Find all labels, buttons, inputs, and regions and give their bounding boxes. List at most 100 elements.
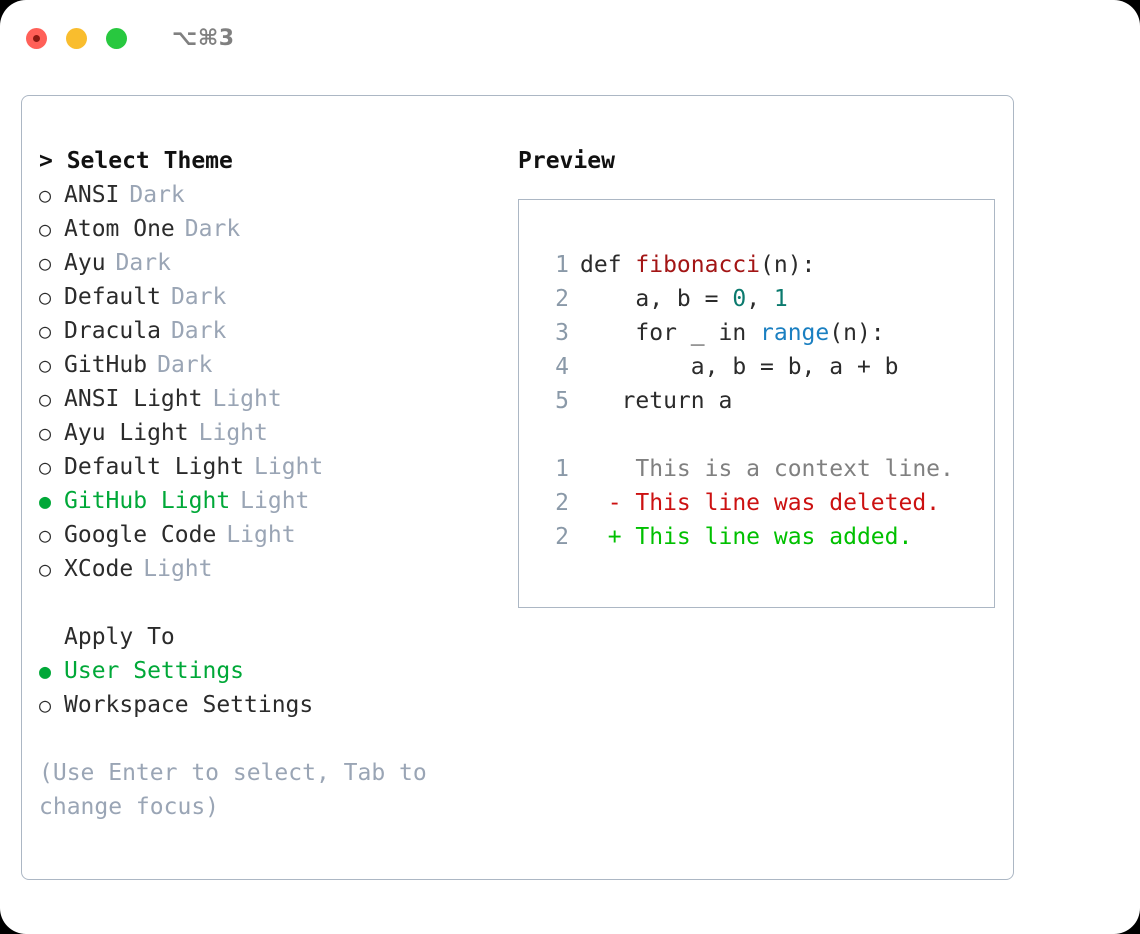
theme-option-label: Dracula [64, 318, 161, 344]
code-line-content: def fibonacci(n): [580, 248, 815, 282]
close-window-button[interactable] [26, 27, 47, 49]
list-spacer [39, 586, 501, 620]
theme-option[interactable]: ○ ANSI Light Light [39, 382, 501, 416]
code-line-number: 1 [555, 252, 569, 278]
radio-unselected-icon: ○ [39, 523, 52, 547]
diff-line-content: - This line was deleted. [580, 490, 941, 516]
theme-option-tag: Dark [184, 216, 241, 242]
theme-option-tag: Dark [115, 250, 171, 276]
code-line-content: a, b = 0, 1 [580, 282, 788, 316]
diff-line: 1 This is a context line. [541, 452, 994, 486]
theme-option[interactable]: ○ Ayu Light Light [39, 416, 501, 450]
radio-unselected-icon: ○ [39, 183, 52, 207]
traffic-lights [26, 27, 127, 49]
code-token: return a [621, 388, 733, 414]
radio-unselected-icon: ○ [39, 217, 52, 241]
diff-line-number: 2 [555, 524, 569, 550]
diff-line-number: 1 [555, 456, 569, 482]
code-line-number: 4 [555, 354, 569, 380]
diff-line-number: 2 [555, 490, 569, 516]
maximize-window-button[interactable] [106, 27, 127, 49]
code-line: 4 a, b = b, a + b [541, 350, 994, 384]
code-token: 0 [732, 286, 747, 312]
theme-option[interactable]: ○ Ayu Dark [39, 246, 501, 280]
radio-selected-icon: ● [39, 489, 52, 513]
minimize-window-button[interactable] [66, 27, 87, 49]
code-token: for _ in [635, 320, 761, 346]
radio-unselected-icon: ○ [39, 387, 52, 411]
radio-unselected-icon: ○ [39, 557, 52, 581]
theme-option-label: Default [64, 284, 161, 310]
theme-option-tag: Light [198, 420, 268, 446]
diff-line: 2 + This line was added. [541, 520, 994, 554]
theme-option[interactable]: ○ XCode Light [39, 552, 501, 586]
theme-option-label: Atom One [64, 216, 175, 242]
apply-to-label: Apply To [64, 624, 175, 650]
theme-option-label: ANSI [64, 182, 120, 208]
code-line-content: return a [580, 384, 733, 418]
theme-option[interactable]: ● GitHub Light Light [39, 484, 501, 518]
theme-option[interactable]: ○ Default Dark [39, 280, 501, 314]
theme-option-tag: Light [143, 556, 213, 582]
theme-option-tag: Dark [170, 318, 227, 344]
theme-option-label: Ayu Light [64, 420, 189, 446]
title-bar: ⌥⌘3 [0, 0, 1140, 76]
radio-unselected-icon: ○ [39, 455, 52, 479]
theme-option-tag: Light [212, 386, 282, 412]
preview-title: Preview [518, 148, 615, 174]
code-token: fibonacci [635, 252, 761, 278]
radio-unselected-icon: ○ [39, 285, 52, 309]
theme-option-label: ANSI Light [64, 386, 203, 412]
keyboard-shortcut-label: ⌥⌘3 [172, 25, 235, 51]
theme-option-label: Default Light [64, 454, 245, 480]
diff-spacer [541, 418, 994, 452]
code-line-number: 5 [555, 388, 569, 414]
code-token: a, b = b, a + b [690, 354, 899, 380]
apply-to-option-label: User Settings [64, 658, 245, 684]
code-line: 2 a, b = 0, 1 [541, 282, 994, 316]
theme-option[interactable]: ○ Dracula Dark [39, 314, 501, 348]
diff-line-content: This is a context line. [580, 456, 954, 482]
apply-to-option-label: Workspace Settings [64, 692, 314, 718]
theme-option-tag: Dark [170, 284, 227, 310]
radio-unselected-icon: ○ [39, 251, 52, 275]
code-token: a, b = [635, 286, 733, 312]
apply-to-list: ● User Settings ○ Workspace Settings [39, 654, 501, 722]
code-token: def [580, 252, 636, 278]
code-line: 5 return a [541, 384, 994, 418]
diff-sample: 1 This is a context line.2 - This line w… [541, 452, 994, 554]
code-line-number: 2 [555, 286, 569, 312]
code-token: (n): [760, 252, 816, 278]
code-line-content: a, b = b, a + b [580, 350, 899, 384]
code-line: 3 for _ in range(n): [541, 316, 994, 350]
radio-unselected-icon: ○ [39, 693, 52, 717]
theme-option-tag: Light [226, 522, 296, 548]
keyboard-hint-text: (Use Enter to select, Tab to change focu… [39, 760, 427, 820]
apply-to-option[interactable]: ● User Settings [39, 654, 501, 688]
diff-line-content: + This line was added. [580, 524, 913, 550]
theme-option-label: XCode [64, 556, 134, 582]
code-token: 1 [773, 286, 788, 312]
radio-selected-icon: ● [39, 659, 52, 683]
theme-option-tag: Light [240, 488, 310, 514]
apply-to-option[interactable]: ○ Workspace Settings [39, 688, 501, 722]
theme-option-tag: Dark [157, 352, 213, 378]
diff-line: 2 - This line was deleted. [541, 486, 994, 520]
theme-option[interactable]: ○ Atom One Dark [39, 212, 501, 246]
theme-option-label: GitHub Light [64, 488, 231, 514]
radio-unselected-icon: ○ [39, 319, 52, 343]
code-line-number: 3 [555, 320, 569, 346]
radio-unselected-icon: ○ [39, 421, 52, 445]
code-token: , [746, 286, 774, 312]
theme-option-label: Ayu [64, 250, 106, 276]
